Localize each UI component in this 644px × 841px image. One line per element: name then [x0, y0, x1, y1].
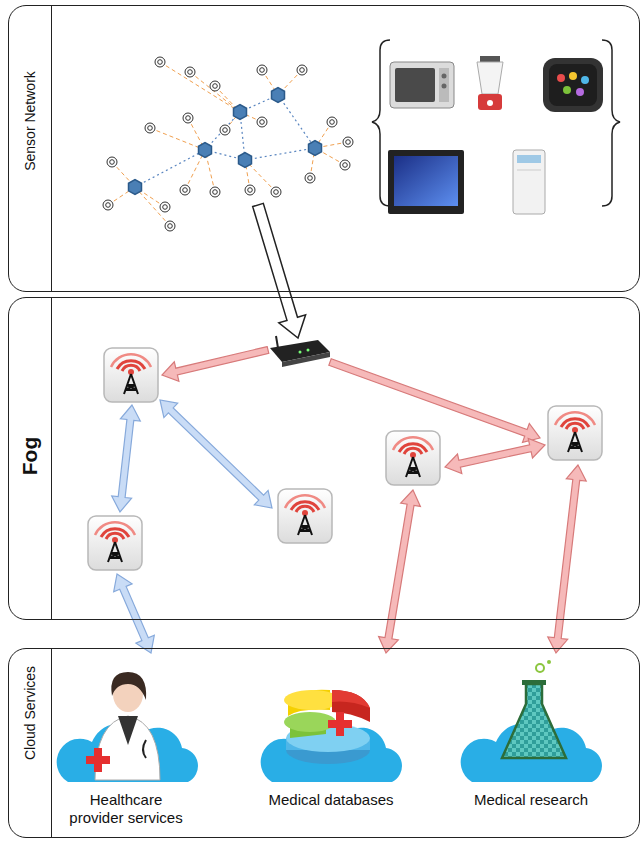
link-arrow	[114, 574, 155, 653]
link-arrow	[162, 347, 269, 382]
sensor-graph	[103, 57, 353, 231]
service-node: Medical research	[456, 653, 606, 833]
fog-node-icon	[386, 431, 440, 485]
service-label: Medical research	[456, 791, 606, 809]
link-arrow	[445, 439, 545, 474]
database-icon	[261, 690, 402, 782]
smartwatch-icon	[543, 58, 603, 112]
fog-node-icon	[104, 348, 158, 402]
link-arrow	[379, 490, 421, 653]
router-icon	[270, 336, 330, 367]
healthcare-icon	[57, 672, 198, 782]
tv-icon	[388, 150, 464, 214]
blender-icon	[477, 56, 503, 110]
flask-icon	[461, 660, 602, 782]
link-arrow	[112, 405, 141, 512]
layer-band: Fog	[8, 297, 640, 620]
band-divider	[51, 298, 52, 619]
service-node: Medical databases	[256, 653, 406, 833]
service-label: Medical databases	[256, 791, 406, 809]
link-arrow	[160, 400, 272, 508]
service-node: Healthcare provider services	[51, 653, 201, 833]
band-divider	[51, 649, 52, 837]
link-arrow	[329, 359, 540, 443]
bracket	[372, 40, 390, 206]
band-divider	[51, 6, 52, 291]
data-flow-arrow	[253, 203, 306, 338]
layer-band: Cloud ServicesHealthcare provider servic…	[8, 648, 640, 838]
washing-machine-icon	[513, 150, 545, 214]
layer-label: Cloud Services	[22, 666, 38, 760]
link-arrow	[548, 465, 586, 653]
layer-label: Fog	[18, 437, 42, 475]
layer-band: Sensor Network	[8, 5, 640, 292]
bracket	[602, 40, 620, 206]
fog-node-icon	[278, 489, 332, 543]
microwave-icon	[390, 62, 454, 108]
layer-label: Sensor Network	[22, 71, 38, 171]
fog-node-icon	[548, 406, 602, 460]
service-label: Healthcare provider services	[51, 791, 201, 827]
fog-node-icon	[88, 516, 142, 570]
fog-links	[112, 347, 545, 512]
